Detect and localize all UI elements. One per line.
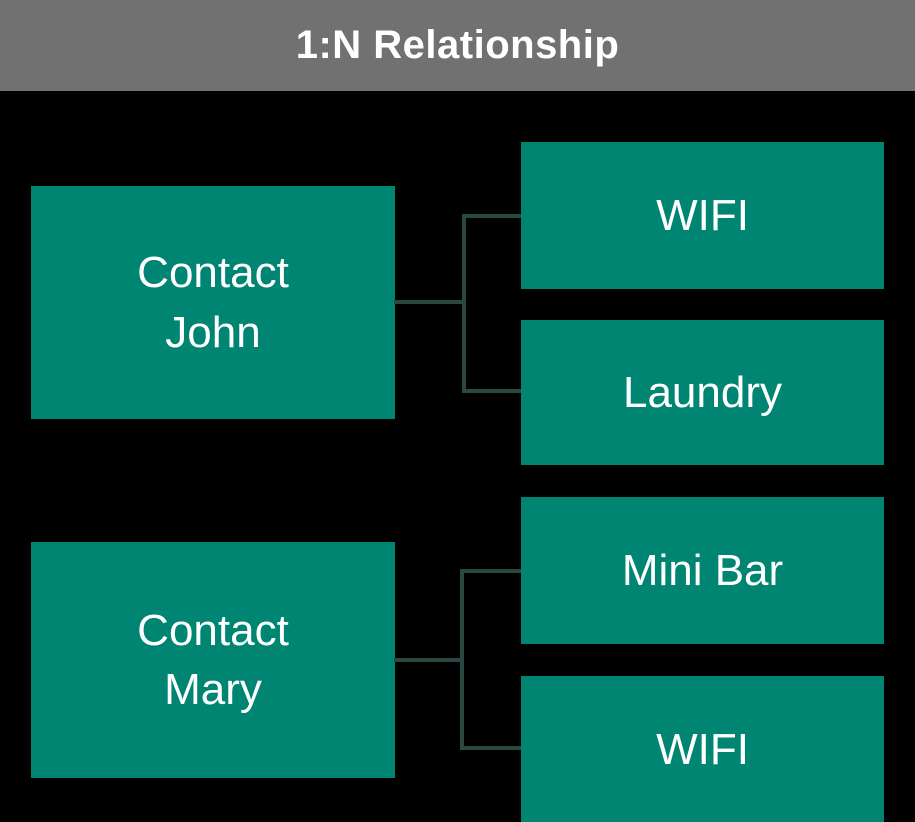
connector-john-trunk [462, 214, 466, 393]
entity-label: Laundry [622, 367, 782, 417]
entity-label: WIFI [656, 724, 749, 774]
entity-box-mini-bar: Mini Bar [521, 497, 884, 644]
connector-mary-branch-wifi [460, 746, 521, 750]
entity-label: Contact John [137, 248, 289, 357]
connector-mary-stub [394, 658, 460, 662]
connector-john-stub [394, 300, 462, 304]
entity-box-wifi-mary: WIFI [521, 676, 884, 822]
entity-box-laundry: Laundry [521, 320, 884, 465]
connector-mary-trunk [460, 569, 464, 750]
page-title: 1:N Relationship [295, 23, 620, 67]
connector-john-branch-laundry [462, 389, 521, 393]
entity-box-wifi-john: WIFI [521, 142, 884, 289]
connector-mary-branch-minibar [460, 569, 521, 573]
connector-john-branch-wifi [462, 214, 521, 218]
entity-box-contact-john: Contact John [31, 186, 395, 419]
entity-box-contact-mary: Contact Mary [31, 542, 395, 778]
title-bar: 1:N Relationship [0, 0, 915, 91]
entity-label: WIFI [656, 190, 749, 240]
entity-label: Mini Bar [621, 545, 784, 595]
entity-label: Contact Mary [137, 605, 289, 714]
